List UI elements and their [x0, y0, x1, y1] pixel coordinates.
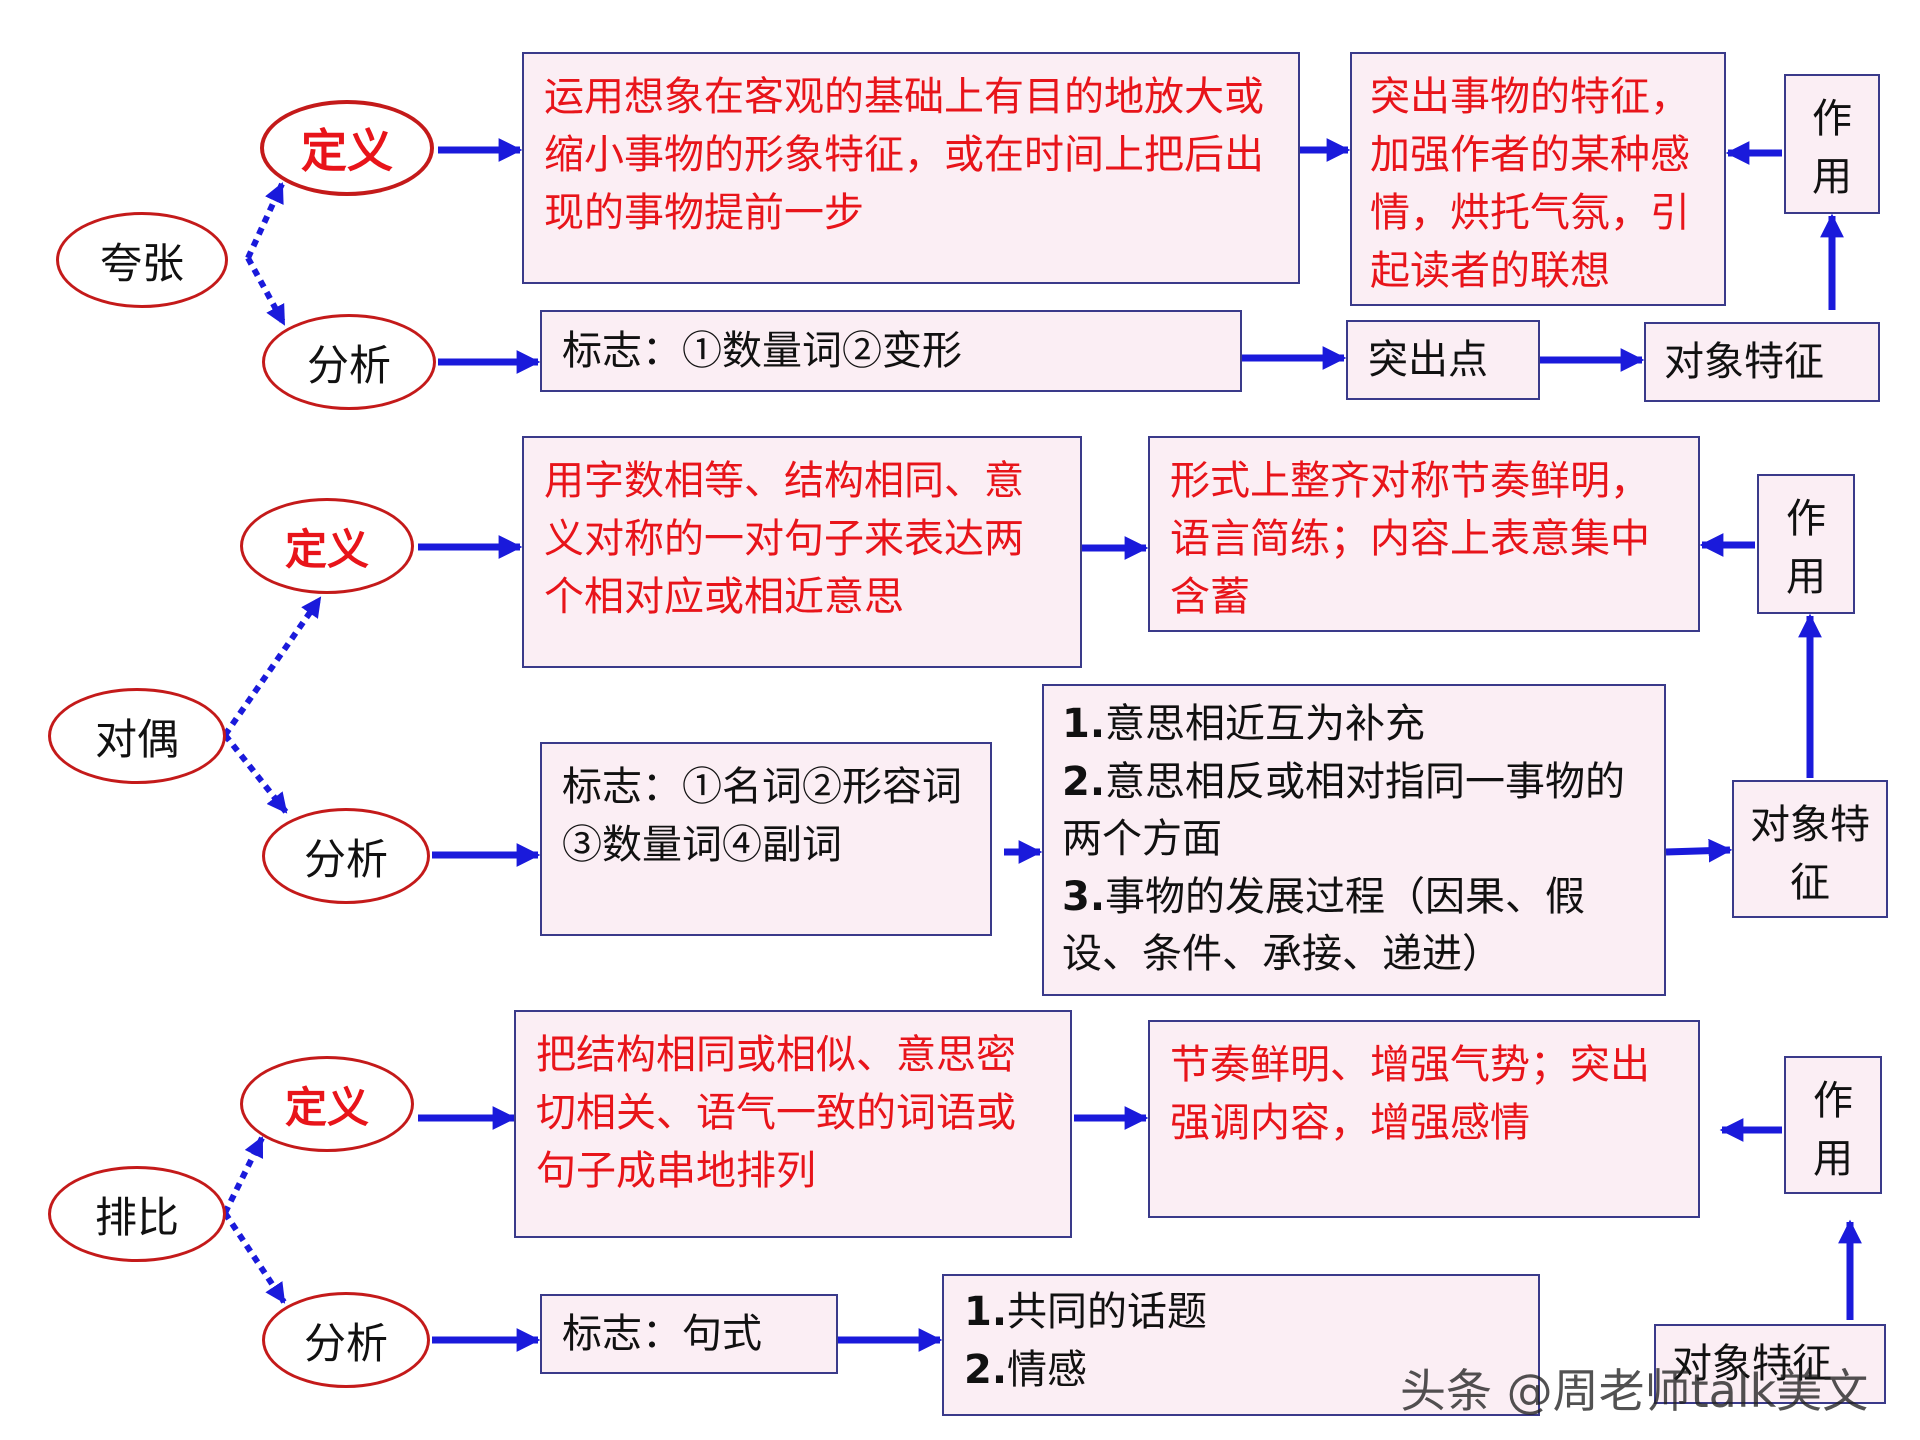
duiou-relations-box: 1.意思相近互为补充 2.意思相反或相对指同一事物的两个方面 3.事物的发展过程… [1042, 684, 1666, 996]
paibi-effect-box: 节奏鲜明、增强气势；突出强调内容，增强感情 [1148, 1020, 1700, 1218]
dotted-paibi-to-def [222, 1136, 265, 1215]
duiou-relation-2-text: 意思相反或相对指同一事物的两个方面 [1062, 758, 1626, 863]
kuazhang-marker-box: 标志：①数量词②变形 [540, 310, 1242, 392]
kuazhang-definition-box: 运用想象在客观的基础上有目的地放大或缩小事物的形象特征，或在时间上把后出现的事物… [522, 52, 1300, 284]
kuazhang-effect-label: 作用 [1784, 74, 1880, 214]
paibi-point-2-num: 2. [964, 1346, 1008, 1393]
paibi-definition-node: 定义 [240, 1056, 414, 1152]
duiou-marker-box: 标志：①名词②形容词③数量词④副词 [540, 742, 992, 936]
paibi-object-box: 对象特征 [1654, 1324, 1886, 1404]
duiou-effect-label: 作用 [1757, 474, 1855, 614]
kuazhang-object-box: 对象特征 [1644, 322, 1880, 402]
duiou-node: 对偶 [48, 688, 226, 784]
paibi-point-2-text: 情感 [1007, 1346, 1088, 1393]
paibi-point-1-num: 1. [964, 1289, 1008, 1335]
duiou-definition-node: 定义 [240, 498, 414, 594]
paibi-marker-box: 标志：句式 [540, 1294, 838, 1374]
paibi-node: 排比 [48, 1166, 226, 1262]
duiou-analysis-node: 分析 [262, 808, 430, 904]
kuazhang-node: 夸张 [56, 212, 228, 308]
dotted-kuazhang-to-def [245, 182, 285, 260]
kuazhang-highlight-box: 突出点 [1346, 320, 1540, 400]
duiou-relation-2-num: 2. [1062, 758, 1106, 805]
duiou-relation-1-num: 1. [1062, 701, 1106, 747]
paibi-point-1-text: 共同的话题 [1007, 1289, 1208, 1335]
duiou-relation-1: 1.意思相近互为补充 [1062, 696, 1646, 754]
dotted-paibi-to-ana [222, 1211, 287, 1304]
duiou-relation-3: 3.事物的发展过程（因果、假设、条件、承接、递进） [1062, 869, 1646, 984]
paibi-points-box: 1.共同的话题 2.情感 [942, 1274, 1540, 1416]
duiou-effect-box: 形式上整齐对称节奏鲜明，语言简练；内容上表意集中含蓄 [1148, 436, 1700, 632]
kuazhang-analysis-node: 分析 [262, 314, 436, 410]
duiou-relation-3-text: 事物的发展过程（因果、假设、条件、承接、递进） [1062, 873, 1586, 978]
duiou-relation-3-num: 3. [1062, 873, 1106, 920]
watermark: 头条 @周老师talk美文 [1400, 1364, 1869, 1418]
kuazhang-definition-node: 定义 [260, 100, 434, 196]
arrow-duiou-relations-to-object [1665, 838, 1733, 863]
paibi-point-1: 1.共同的话题 [964, 1284, 1518, 1342]
paibi-effect-label: 作用 [1784, 1056, 1882, 1194]
duiou-relation-2: 2.意思相反或相对指同一事物的两个方面 [1062, 754, 1646, 869]
duiou-relation-1-text: 意思相近互为补充 [1105, 701, 1426, 747]
duiou-definition-box: 用字数相等、结构相同、意义对称的一对句子来表达两个相对应或相近意思 [522, 436, 1082, 668]
dotted-duiou-to-def [222, 596, 323, 737]
paibi-analysis-node: 分析 [262, 1292, 430, 1388]
paibi-point-2: 2.情感 [964, 1342, 1518, 1400]
kuazhang-effect-box: 突出事物的特征，加强作者的某种感情，烘托气氛，引起读者的联想 [1350, 52, 1726, 306]
paibi-definition-box: 把结构相同或相似、意思密切相关、语气一致的词语或句子成串地排列 [514, 1010, 1072, 1238]
dotted-duiou-to-ana [222, 733, 289, 814]
duiou-object-box: 对象特征 [1732, 780, 1888, 918]
dotted-kuazhang-to-ana [245, 256, 287, 326]
